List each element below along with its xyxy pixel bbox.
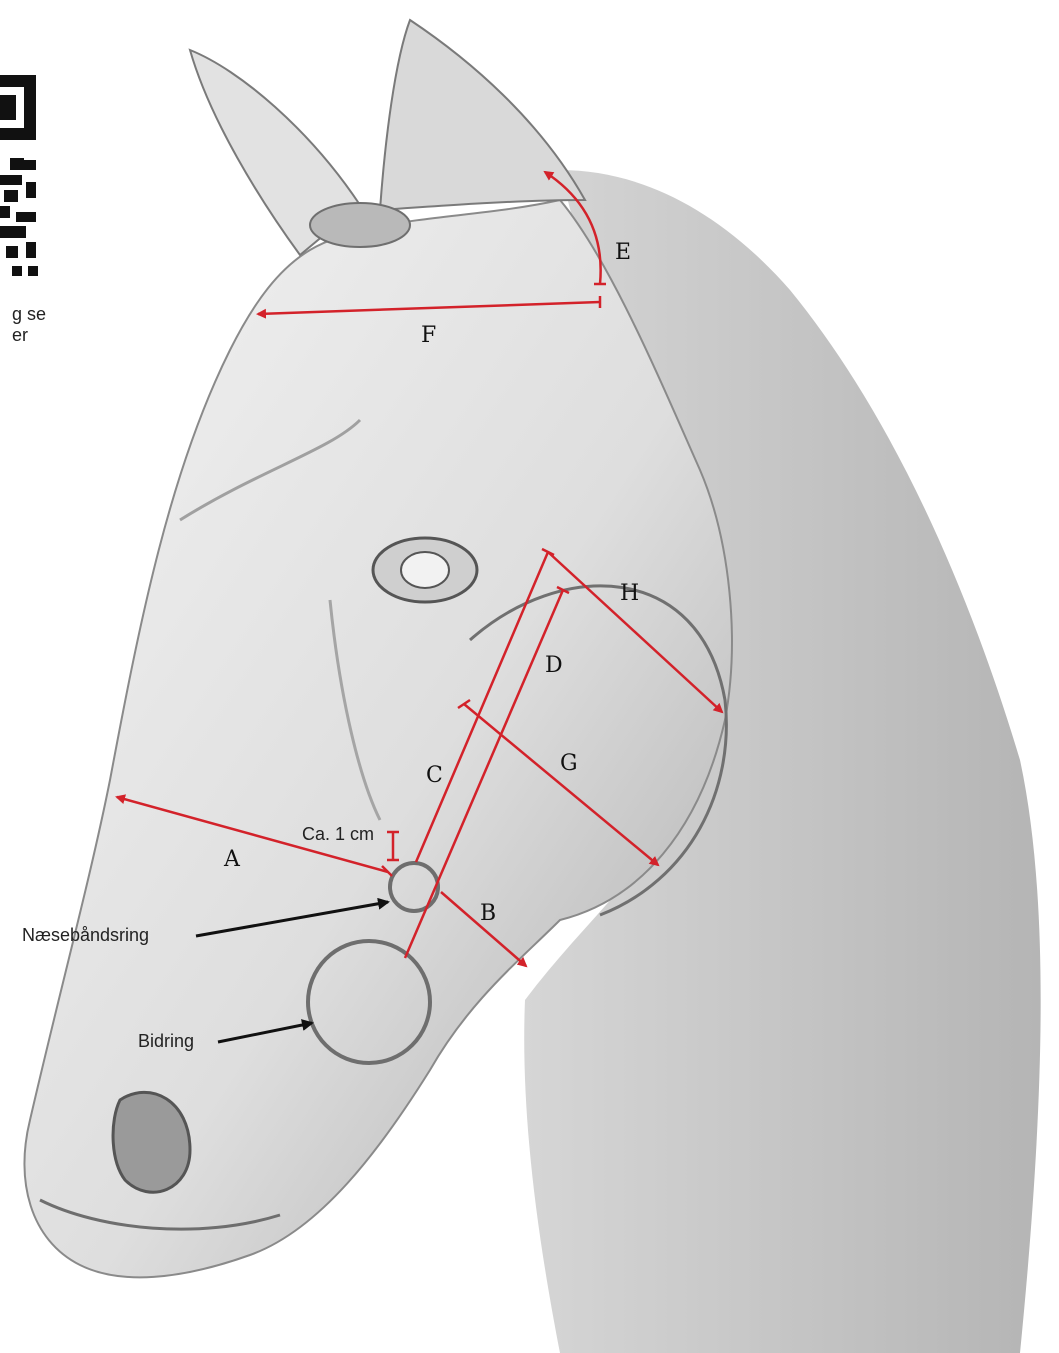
horse-ear-right xyxy=(380,20,585,210)
label-g: G xyxy=(560,751,578,776)
horse-illustration xyxy=(24,20,1040,1353)
label-c: C xyxy=(426,763,443,788)
label-f: F xyxy=(421,323,436,348)
label-a: A xyxy=(223,847,241,872)
label-b: B xyxy=(480,901,496,926)
label-noseband-ring: Næsebåndsring xyxy=(22,925,149,945)
label-bit-ring: Bidring xyxy=(138,1031,194,1051)
label-gap: Ca. 1 cm xyxy=(302,824,374,844)
label-d: D xyxy=(545,653,563,678)
side-text-line2: er xyxy=(12,325,28,345)
label-e: E xyxy=(615,240,631,265)
side-text-line1: g se xyxy=(12,304,46,324)
label-h: H xyxy=(620,581,639,606)
qr-code-icon xyxy=(0,75,38,276)
horse-eye xyxy=(373,538,477,602)
